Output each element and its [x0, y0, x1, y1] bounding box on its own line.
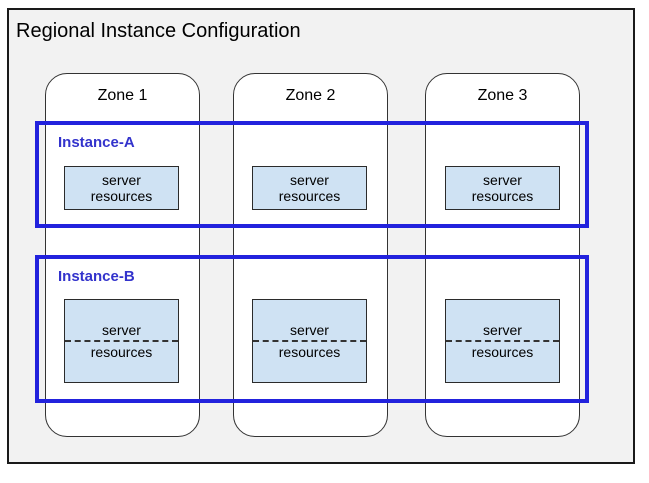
server-resources-line1: server	[290, 322, 329, 338]
server-resources-box-b-zone1: server resources	[64, 299, 179, 383]
zone-3-label: Zone 3	[477, 87, 528, 104]
server-resources-box-a-zone2: server resources	[252, 166, 367, 210]
zone-2-label: Zone 2	[285, 87, 336, 104]
server-resources-line2: resources	[278, 188, 341, 204]
server-resources-line2: resources	[278, 344, 341, 360]
split-dashed-line	[446, 340, 559, 342]
server-resources-line1: server	[290, 172, 329, 188]
diagram-title: Regional Instance Configuration	[16, 20, 301, 42]
server-resources-line1: server	[102, 172, 141, 188]
split-dashed-line	[253, 340, 366, 342]
server-resources-line2: resources	[90, 188, 153, 204]
server-resources-box-a-zone1: server resources	[64, 166, 179, 210]
instance-b-label: Instance-B	[58, 268, 135, 285]
server-resources-line2: resources	[471, 188, 534, 204]
server-resources-line1: server	[483, 322, 522, 338]
server-resources-box-a-zone3: server resources	[445, 166, 560, 210]
instance-a-boundary: Instance-A	[35, 121, 589, 228]
server-resources-line2: resources	[471, 344, 534, 360]
server-resources-line2: resources	[90, 344, 153, 360]
instance-b-boundary: Instance-B	[35, 255, 589, 403]
server-resources-box-b-zone3: server resources	[445, 299, 560, 383]
zone-1-label: Zone 1	[97, 87, 148, 104]
instance-a-label: Instance-A	[58, 134, 135, 151]
server-resources-line1: server	[483, 172, 522, 188]
server-resources-line1: server	[102, 322, 141, 338]
server-resources-box-b-zone2: server resources	[252, 299, 367, 383]
split-dashed-line	[65, 340, 178, 342]
